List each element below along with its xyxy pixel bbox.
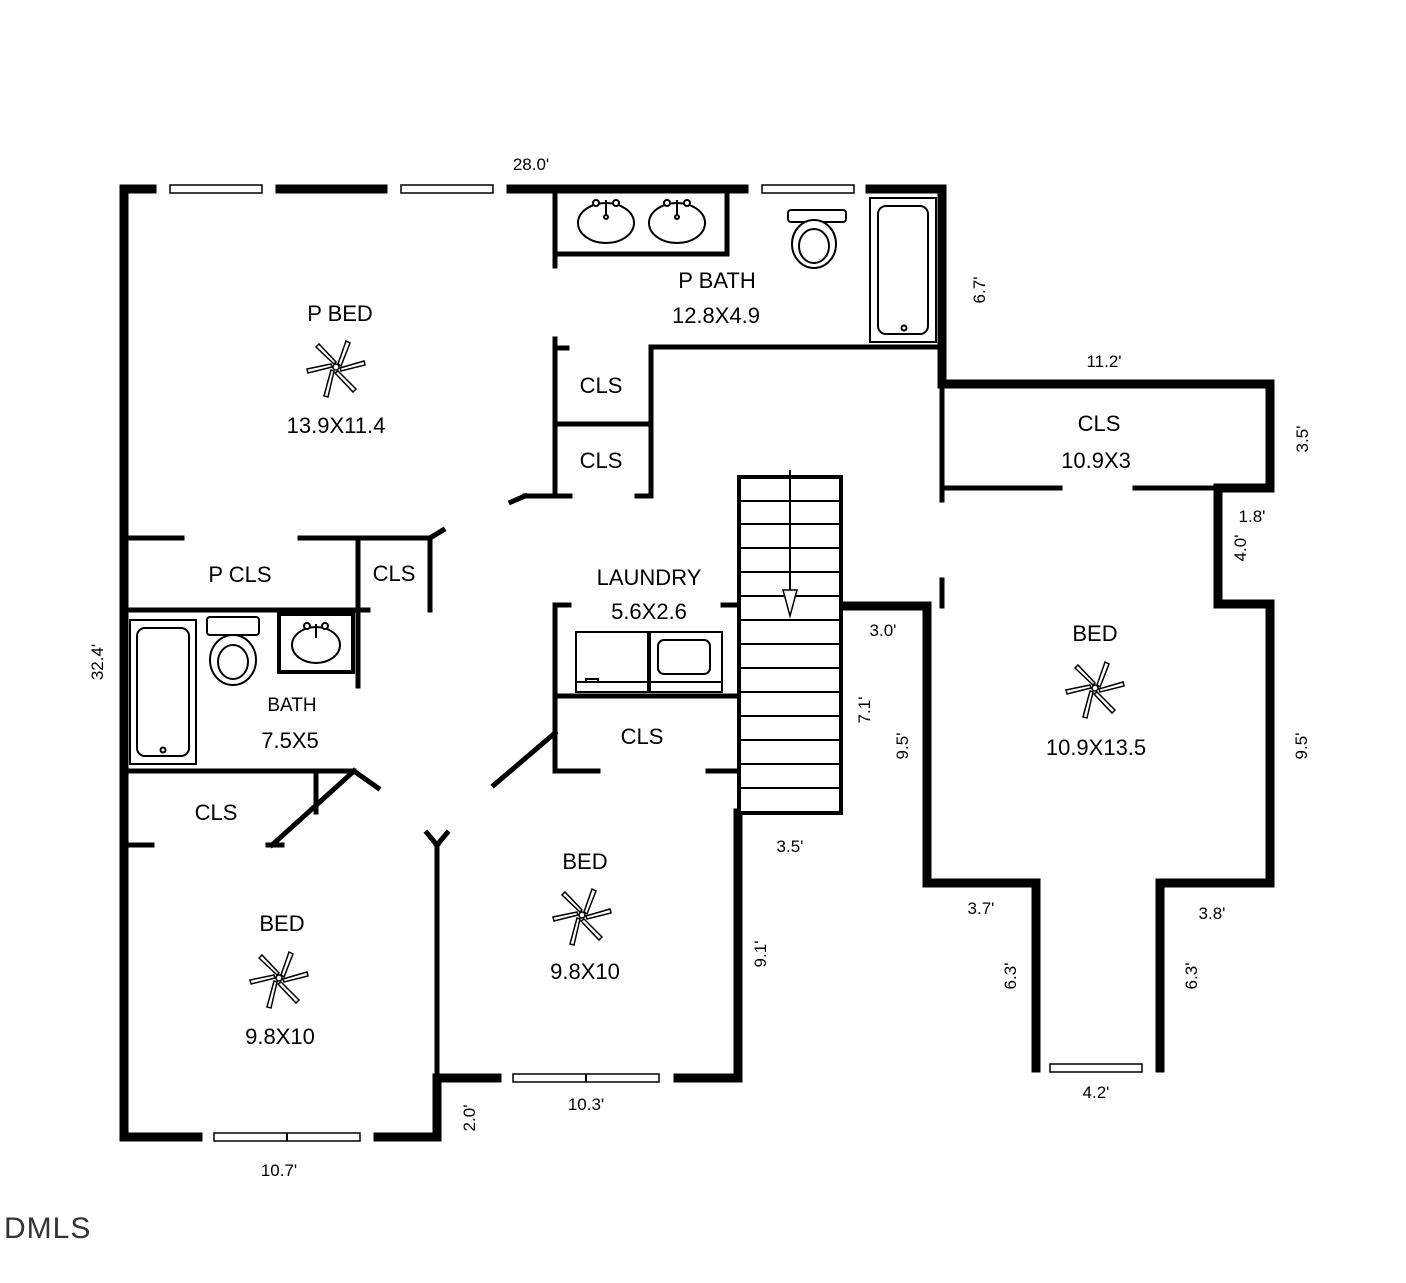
dimension-label: 2.0' (460, 1105, 479, 1132)
dimension-label: 9.1' (751, 941, 770, 968)
sink-icon (277, 612, 355, 674)
dimension-label: 3.7' (968, 899, 995, 918)
dimension-label: 1.8' (1239, 507, 1266, 526)
dimension-label: 6.3' (1182, 963, 1201, 990)
room-name: CLS (621, 724, 664, 749)
dimension-label: 9.5' (893, 733, 912, 760)
washer-dryer-icon (575, 631, 723, 693)
window (400, 184, 494, 194)
windows (169, 184, 1143, 1142)
room-name: BED (562, 849, 607, 874)
dimension-label: 32.4' (88, 644, 107, 680)
room-size: 7.5X5 (261, 728, 319, 753)
room-name: CLS (195, 800, 238, 825)
dimension-label: 6.3' (1001, 963, 1020, 990)
room-size: 9.8X10 (245, 1024, 315, 1049)
room-name: BATH (267, 695, 316, 716)
sink-icon (648, 199, 706, 244)
dimension-label: 3.0' (870, 621, 897, 640)
room-size: 9.8X10 (550, 959, 620, 984)
dimension-label: 4.2' (1083, 1083, 1110, 1102)
room-size: 5.6X2.6 (611, 599, 687, 624)
dimension-label: 3.5' (777, 837, 804, 856)
bathtub-icon (869, 197, 937, 343)
dimension-label: 10.3' (568, 1095, 604, 1114)
dimension-label: 3.5' (1293, 426, 1312, 453)
exterior-walls (119, 184, 1275, 1142)
room-name: P BED (307, 301, 373, 326)
room-name: P CLS (208, 562, 271, 587)
dimension-label: 10.7' (261, 1161, 297, 1180)
room-name: LAUNDRY (597, 565, 702, 590)
room-name: P BATH (678, 268, 755, 293)
room-name: CLS (373, 561, 416, 586)
window (169, 184, 263, 194)
dimension-label: 11.2' (1086, 352, 1121, 371)
room-size: 10.9X3 (1061, 448, 1131, 473)
dimension-labels: 28.0' 6.7' 11.2' 3.5' 1.8' 4.0' 32.4' 3.… (88, 155, 1312, 1180)
dimension-label: 9.5' (1292, 733, 1311, 760)
toilet-icon (787, 209, 847, 269)
room-name: BED (1072, 621, 1117, 646)
room-name: CLS (1078, 411, 1121, 436)
room-name: CLS (580, 448, 623, 473)
room-size: 12.8X4.9 (672, 303, 760, 328)
room-name: BED (259, 911, 304, 936)
dimension-label: 3.8' (1199, 904, 1226, 923)
window (1049, 1063, 1143, 1073)
bathtub-icon (129, 619, 197, 765)
room-name: CLS (580, 373, 623, 398)
dimension-label: 4.0' (1231, 535, 1250, 562)
room-size: 10.9X13.5 (1046, 735, 1146, 760)
sink-icon (577, 199, 635, 244)
fixtures (129, 197, 1125, 1009)
ceiling-fan-icon (552, 888, 612, 946)
stairs (737, 470, 843, 815)
room-labels: P BED 13.9X11.4 P BATH 12.8X4.9 CLS CLS … (195, 268, 1147, 1049)
dimension-label: 7.1' (855, 697, 874, 724)
ceiling-fan-icon (306, 340, 366, 398)
dimension-label: 6.7' (970, 277, 989, 304)
ceiling-fan-icon (1065, 661, 1125, 719)
watermark-logo: DMLS (4, 1212, 91, 1245)
room-size: 13.9X11.4 (287, 413, 386, 438)
interior-walls (125, 186, 1221, 1081)
toilet-icon (206, 616, 260, 686)
stair-direction-arrow-icon (782, 589, 798, 619)
ceiling-fan-icon (249, 951, 309, 1009)
window (761, 184, 855, 194)
dimension-label: 28.0' (513, 155, 549, 174)
